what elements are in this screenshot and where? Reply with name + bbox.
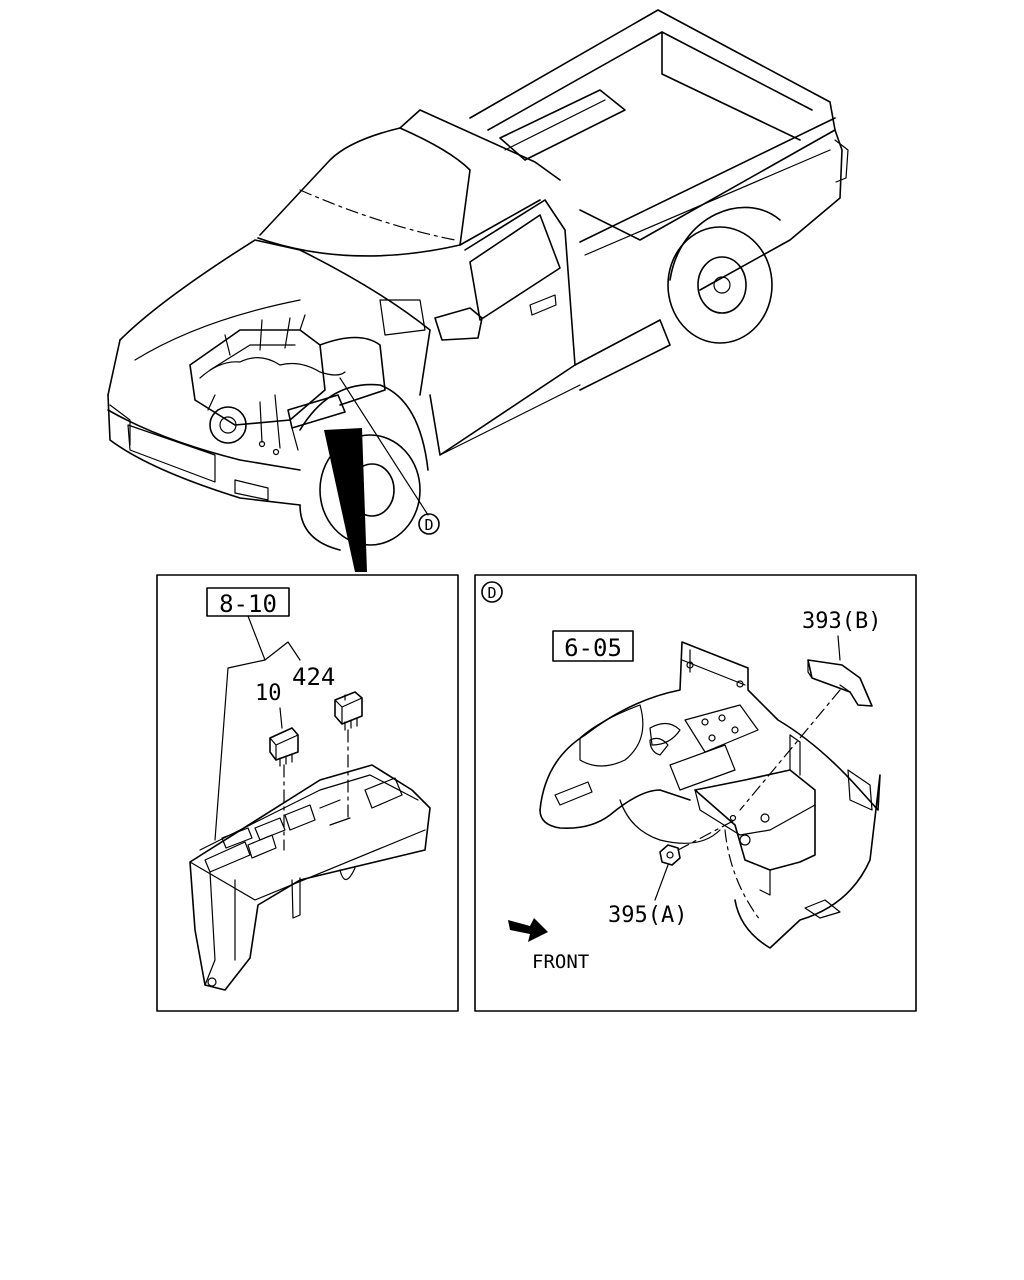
- view-marker-label: D: [424, 516, 433, 534]
- view-marker-circle: [418, 513, 440, 535]
- bracket-detail-panel: [474, 574, 917, 1012]
- part-label-395: 395(A): [608, 903, 687, 928]
- relay-10: [269, 727, 299, 851]
- inner-fender: [539, 641, 881, 949]
- mounting-bracket: [694, 734, 816, 896]
- bracket-393: [739, 635, 873, 811]
- ref-label-right: 6-05: [564, 634, 622, 662]
- relay-424: [334, 691, 363, 821]
- nut-395: [654, 819, 736, 901]
- ref-label-left: 8-10: [219, 590, 277, 618]
- relay-leaders: [214, 615, 346, 841]
- detail-marker-circle: [481, 581, 503, 603]
- part-label-424: 424: [292, 663, 335, 691]
- detail-marker-label: D: [487, 584, 496, 602]
- relay-block: [189, 764, 431, 991]
- part-label-393: 393(B): [802, 609, 881, 634]
- arrow-right-down-icon: [508, 918, 548, 942]
- ref-box-right: [552, 630, 634, 662]
- relay-detail-panel: [156, 574, 459, 1012]
- truck-illustration: [107, 9, 849, 572]
- front-label: FRONT: [532, 951, 589, 973]
- part-label-10: 10: [255, 681, 282, 706]
